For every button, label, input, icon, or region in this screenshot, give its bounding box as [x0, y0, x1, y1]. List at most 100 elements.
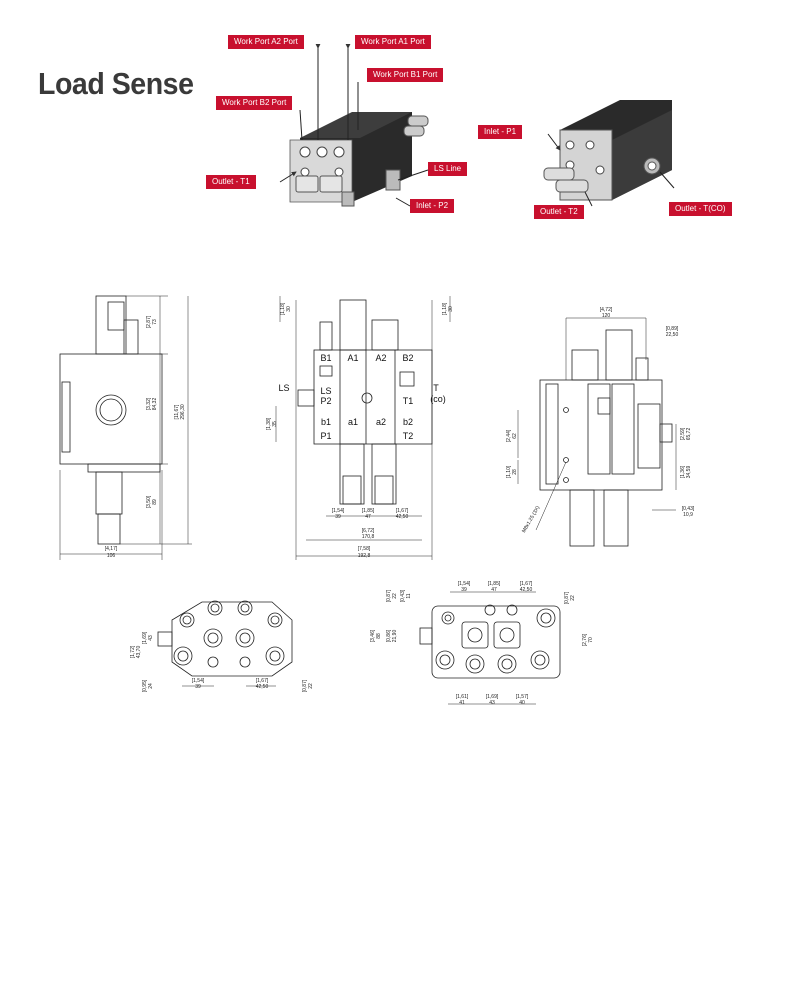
dim-front-35-in: [1,38]: [266, 417, 272, 430]
dim-bl-22-in: [0,87]: [302, 679, 308, 692]
port-label-b1: B1: [320, 353, 331, 363]
side-view-drawing: [59, 295, 192, 560]
dim-right-2250-in: [0,89]: [666, 326, 679, 332]
dim-br-2190-in: [0,86]: [386, 629, 392, 642]
dim-br-22a: 22: [392, 593, 398, 599]
dim-side-89: 89: [152, 499, 158, 505]
port-label-a2-lower: a2: [376, 417, 386, 427]
page-title: Load Sense: [38, 66, 194, 101]
dim-bl-43: 43: [148, 635, 154, 641]
dim-br-11: 11: [406, 593, 412, 598]
dim-right-2250: 22,50: [666, 332, 679, 338]
dim-right-28: 28: [512, 469, 518, 475]
dim-br-22a-in: [0,87]: [386, 589, 392, 602]
callout-outlet-t1: Outlet - T1: [206, 175, 256, 189]
dim-side-106-in: [4,17]: [105, 546, 118, 552]
dim-br-22b: 22: [570, 595, 576, 601]
port-label-ls: LS: [320, 386, 331, 396]
dim-br-70: 70: [588, 637, 594, 643]
valve-3d-render-right: [543, 100, 675, 207]
port-label-b1-lower: b1: [321, 417, 331, 427]
port-label-p1: P1: [320, 431, 331, 441]
dim-front-4250: 42,50: [396, 514, 409, 520]
dim-front-1928: 192,8: [358, 553, 371, 559]
dim-front-30b-in: [1,18]: [442, 302, 448, 315]
dim-br-88: 88: [376, 633, 382, 639]
callout-outlet-tco: Outlet - T(CO): [669, 202, 732, 216]
dim-side-89-in: [3,50]: [146, 495, 152, 508]
dim-br-11-in: [0,43]: [400, 589, 406, 602]
dim-right-120-in: [4,72]: [600, 307, 613, 313]
dim-bl-4250-in: [1,67]: [256, 678, 269, 684]
callout-work-port-a2: Work Port A2 Port: [228, 35, 304, 49]
side-label-co: (co): [430, 394, 446, 404]
dim-front-30a: 30: [286, 306, 292, 312]
dim-side-73-in: [2,87]: [146, 315, 152, 328]
dim-bl-24: 24: [148, 683, 154, 689]
dim-br-39: 39: [461, 587, 467, 593]
callout-work-port-a1: Work Port A1 Port: [355, 35, 431, 49]
dim-right-28-in: [1,10]: [506, 465, 512, 478]
dim-bl-22: 22: [308, 683, 314, 689]
end-view-left-drawing: [157, 600, 293, 687]
dim-br-40-in: [1,57]: [516, 694, 529, 700]
dim-br-2190: 21,90: [392, 630, 398, 643]
right-view-drawing: [517, 317, 677, 547]
dim-br-41-in: [1,61]: [456, 694, 469, 700]
dim-front-35: 35: [272, 421, 278, 427]
dim-side-8432-in: [3,32]: [146, 397, 152, 410]
dim-br-40: 40: [519, 700, 525, 706]
valve-3d-render-left: [279, 43, 429, 207]
dim-side-106: 106: [107, 553, 116, 559]
end-view-right-drawing: [419, 591, 561, 705]
dim-bl-4370: 43,70: [136, 646, 142, 659]
dim-bl-4370-in: [1,72]: [130, 645, 136, 658]
dim-front-1708-in: [6,72]: [362, 528, 375, 534]
dim-bl-43-in: [1,69]: [142, 631, 148, 644]
dim-br-4250: 42,50: [520, 587, 533, 593]
dim-br-43-in: [1,69]: [486, 694, 499, 700]
dim-side-73: 73: [152, 319, 158, 325]
dim-right-120: 120: [602, 313, 611, 319]
dim-br-22b-in: [0,87]: [564, 591, 570, 604]
dim-br-39-in: [1,54]: [458, 581, 471, 587]
dim-br-47-in: [1,85]: [488, 581, 501, 587]
dim-br-47: 47: [491, 587, 497, 593]
dim-front-39-in: [1,54]: [332, 508, 345, 514]
dim-right-62: 62: [512, 433, 518, 439]
dim-br-4250-in: [1,67]: [520, 581, 533, 587]
callout-work-port-b2: Work Port B2 Port: [216, 96, 293, 110]
side-label-ls: LS: [278, 383, 289, 393]
dim-br-43: 43: [489, 700, 495, 706]
callout-work-port-b1: Work Port B1 Port: [367, 68, 444, 82]
side-label-t: T: [433, 383, 439, 393]
dim-front-1928-in: [7,58]: [358, 546, 371, 552]
port-label-a1-lower: a1: [348, 417, 358, 427]
port-label-b2-lower: b2: [403, 417, 413, 427]
port-label-p2: P2: [320, 396, 331, 406]
port-label-b2: B2: [402, 353, 413, 363]
front-view-drawing: [275, 296, 451, 560]
dim-front-47: 47: [365, 514, 371, 520]
dim-right-109-in: [0,43]: [682, 506, 695, 512]
dim-side-8432: 84,32: [152, 398, 158, 411]
dim-bl-24-in: [0,95]: [142, 679, 148, 692]
dim-right-3459: 34,59: [686, 466, 692, 479]
dim-front-39: 39: [335, 514, 341, 520]
dim-bl-39: 39: [195, 684, 201, 690]
port-label-a1: A1: [347, 353, 358, 363]
port-label-t2: T2: [403, 431, 414, 441]
dim-bl-4250: 42,50: [256, 684, 269, 690]
dim-bl-39-in: [1,54]: [192, 678, 205, 684]
callout-ls-line: LS Line: [428, 162, 468, 176]
dim-front-30a-in: [1,18]: [280, 302, 286, 315]
dim-br-88-in: [3,46]: [370, 629, 376, 642]
dim-br-41: 41: [459, 700, 465, 706]
dim-front-1708: 170,8: [362, 534, 375, 540]
dim-right-62-in: [2,44]: [506, 429, 512, 442]
dim-right-thread: M8x1.25 (3X): [521, 505, 541, 534]
port-label-a2: A2: [375, 353, 386, 363]
callout-outlet-t2: Outlet - T2: [534, 205, 584, 219]
port-label-t1: T1: [403, 396, 414, 406]
